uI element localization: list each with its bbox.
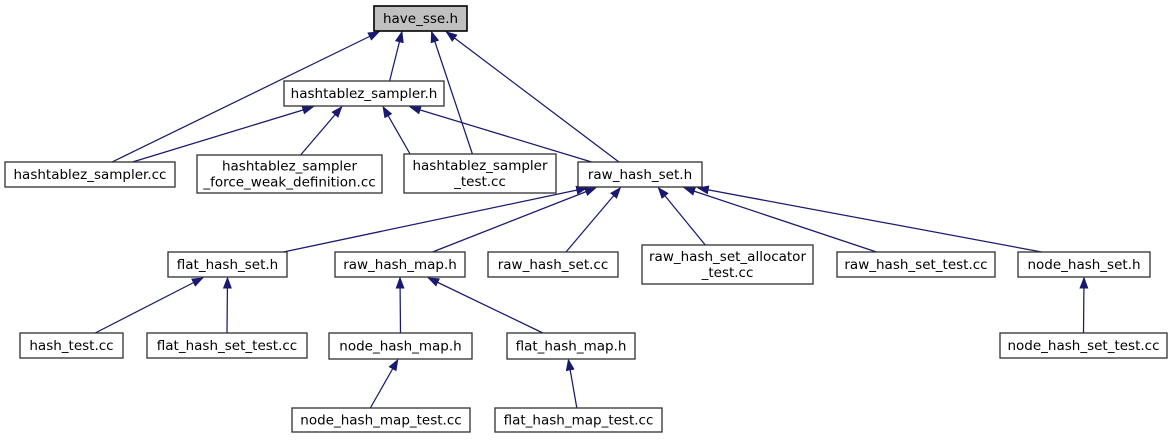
include-edge-node_hash_map_test_cc-to-node_hash_map_h	[369, 358, 399, 409]
node-label-flat_hash_set_h: flat_hash_set.h	[177, 257, 278, 273]
node-box-have_sse_h[interactable]	[373, 5, 468, 32]
include-edge-flat_hash_map_h-to-raw_hash_map_h	[427, 277, 544, 334]
include-edge-hashtablez_sampler_h-to-have_sse_h	[388, 30, 404, 82]
node-box-flat_hash_set_h[interactable]	[167, 251, 288, 278]
node-label-hashtablez_sampler_cc: hashtablez_sampler.cc	[14, 167, 167, 183]
include-edge-node_hash_set_h-to-raw_hash_set_h	[696, 185, 1042, 253]
node-label-flat_hash_map_test_cc: flat_hash_map_test.cc	[504, 413, 654, 429]
graph-node-raw_hash_set_allocator_test_cc[interactable]: raw_hash_set_allocator_test.cc	[641, 244, 814, 285]
include-edge-flat_hash_set_h-to-raw_hash_set_h	[283, 185, 589, 253]
node-label-raw_hash_set_h: raw_hash_set.h	[588, 167, 692, 183]
include-edge-hashtablez_sampler_cc-to-have_sse_h	[111, 31, 380, 163]
include-edge-node_hash_set_test_cc-to-node_hash_set_h	[1079, 276, 1089, 334]
include-edge-flat_hash_set_test_cc-to-flat_hash_set_h	[222, 276, 232, 334]
graph-node-hashtablez_sampler_force_weak_definition_cc[interactable]: hashtablez_sampler_force_weak_definition…	[196, 154, 383, 194]
graph-node-raw_hash_set_h[interactable]: raw_hash_set.h	[577, 161, 703, 188]
node-box-node_hash_map_h[interactable]	[328, 332, 473, 360]
node-box-node_hash_map_test_cc[interactable]	[291, 407, 471, 433]
node-label-raw_hash_set_cc: raw_hash_set.cc	[498, 257, 609, 273]
graph-node-flat_hash_map_h[interactable]: flat_hash_map.h	[506, 332, 636, 360]
node-box-flat_hash_map_test_cc[interactable]	[494, 407, 663, 433]
node-label-node_hash_set_h: node_hash_set.h	[1027, 257, 1140, 273]
include-edge-hashtablez_sampler_cc-to-hashtablez_sampler_h	[132, 105, 315, 163]
node-label-have_sse_h: have_sse.h	[383, 11, 458, 27]
graph-node-flat_hash_set_test_cc[interactable]: flat_hash_set_test.cc	[146, 332, 308, 359]
node-label-raw_hash_set_test_cc: raw_hash_set_test.cc	[844, 257, 987, 273]
graph-node-raw_hash_map_h[interactable]: raw_hash_map.h	[334, 251, 466, 278]
node-box-hashtablez_sampler_force_weak_definition_cc[interactable]	[196, 154, 383, 194]
include-edge-raw_hash_set_h-to-have_sse_h	[445, 31, 620, 163]
graph-node-hashtablez_sampler_test_cc[interactable]: hashtablez_sampler_test.cc	[403, 153, 557, 194]
graph-node-raw_hash_set_cc[interactable]: raw_hash_set.cc	[487, 251, 619, 278]
node-box-hashtablez_sampler_h[interactable]	[283, 80, 445, 107]
graph-node-have_sse_h[interactable]: have_sse.h	[373, 5, 468, 32]
node-box-raw_hash_set_test_cc[interactable]	[836, 251, 996, 278]
node-label-node_hash_map_test_cc: node_hash_map_test.cc	[300, 413, 461, 429]
node-box-node_hash_set_h[interactable]	[1017, 251, 1151, 278]
node-box-flat_hash_map_h[interactable]	[506, 332, 636, 360]
include-edge-raw_hash_set_test_cc-to-raw_hash_set_h	[683, 187, 877, 253]
include-edge-hashtablez_sampler_test_cc-to-hashtablez_sampler_h	[382, 105, 411, 155]
include-edge-raw_hash_set_h-to-hashtablez_sampler_h	[408, 105, 592, 163]
graph-node-node_hash_map_h[interactable]: node_hash_map.h	[328, 332, 473, 360]
node-label-flat_hash_set_test_cc: flat_hash_set_test.cc	[157, 338, 297, 354]
include-edge-flat_hash_map_test_cc-to-flat_hash_map_h	[565, 358, 578, 409]
node-label-raw_hash_set_allocator_test_cc: raw_hash_set_allocator_test.cc	[649, 249, 806, 281]
edges-layer	[94, 30, 1089, 409]
graph-node-node_hash_set_test_cc[interactable]: node_hash_set_test.cc	[999, 332, 1168, 359]
include-edge-node_hash_map_h-to-raw_hash_map_h	[395, 276, 405, 334]
node-label-node_hash_set_test_cc: node_hash_set_test.cc	[1007, 338, 1159, 354]
node-label-node_hash_map_h: node_hash_map.h	[339, 339, 461, 355]
include-edge-hashtablez_sampler_force_weak_definition_cc-to-hashtablez_sampler_h	[300, 105, 343, 156]
node-label-raw_hash_map_h: raw_hash_map.h	[343, 257, 457, 273]
graph-node-raw_hash_set_test_cc[interactable]: raw_hash_set_test.cc	[836, 251, 996, 278]
node-label-flat_hash_map_h: flat_hash_map.h	[516, 339, 627, 355]
node-label-hash_test_cc: hash_test.cc	[29, 338, 113, 354]
node-box-hash_test_cc[interactable]	[19, 332, 124, 359]
include-edge-raw_hash_map_h-to-raw_hash_set_h	[432, 187, 597, 253]
include-edge-hashtablez_sampler_test_cc-to-have_sse_h	[430, 30, 473, 155]
graph-node-hashtablez_sampler_h[interactable]: hashtablez_sampler.h	[283, 80, 445, 107]
graph-node-flat_hash_map_test_cc[interactable]: flat_hash_map_test.cc	[494, 407, 663, 433]
node-box-raw_hash_map_h[interactable]	[334, 251, 466, 278]
nodes-layer: have_sse.h hashtablez_sampler.h hashtablez…	[4, 5, 1168, 433]
node-box-node_hash_set_test_cc[interactable]	[999, 332, 1168, 359]
node-box-raw_hash_set_h[interactable]	[577, 161, 703, 188]
node-box-raw_hash_set_allocator_test_cc[interactable]	[641, 244, 814, 285]
graph-node-node_hash_map_test_cc[interactable]: node_hash_map_test.cc	[291, 407, 471, 433]
node-box-hashtablez_sampler_test_cc[interactable]	[403, 153, 557, 194]
node-label-hashtablez_sampler_test_cc: hashtablez_sampler_test.cc	[412, 158, 548, 190]
graph-node-node_hash_set_h[interactable]: node_hash_set.h	[1017, 251, 1151, 278]
include-edge-raw_hash_set_allocator_test_cc-to-raw_hash_set_h	[657, 186, 706, 246]
include-edge-hash_test_cc-to-flat_hash_set_h	[94, 277, 204, 334]
node-box-hashtablez_sampler_cc[interactable]	[4, 161, 176, 188]
node-label-hashtablez_sampler_h: hashtablez_sampler.h	[291, 86, 438, 102]
graph-node-hashtablez_sampler_cc[interactable]: hashtablez_sampler.cc	[4, 161, 176, 188]
include-edge-raw_hash_set_cc-to-raw_hash_set_h	[565, 186, 622, 253]
node-box-raw_hash_set_cc[interactable]	[487, 251, 619, 278]
node-box-flat_hash_set_test_cc[interactable]	[146, 332, 308, 359]
node-label-hashtablez_sampler_force_weak_definition_cc: hashtablez_sampler_force_weak_definition…	[202, 159, 375, 191]
graph-node-hash_test_cc[interactable]: hash_test.cc	[19, 332, 124, 359]
graph-node-flat_hash_set_h[interactable]: flat_hash_set.h	[167, 251, 288, 278]
